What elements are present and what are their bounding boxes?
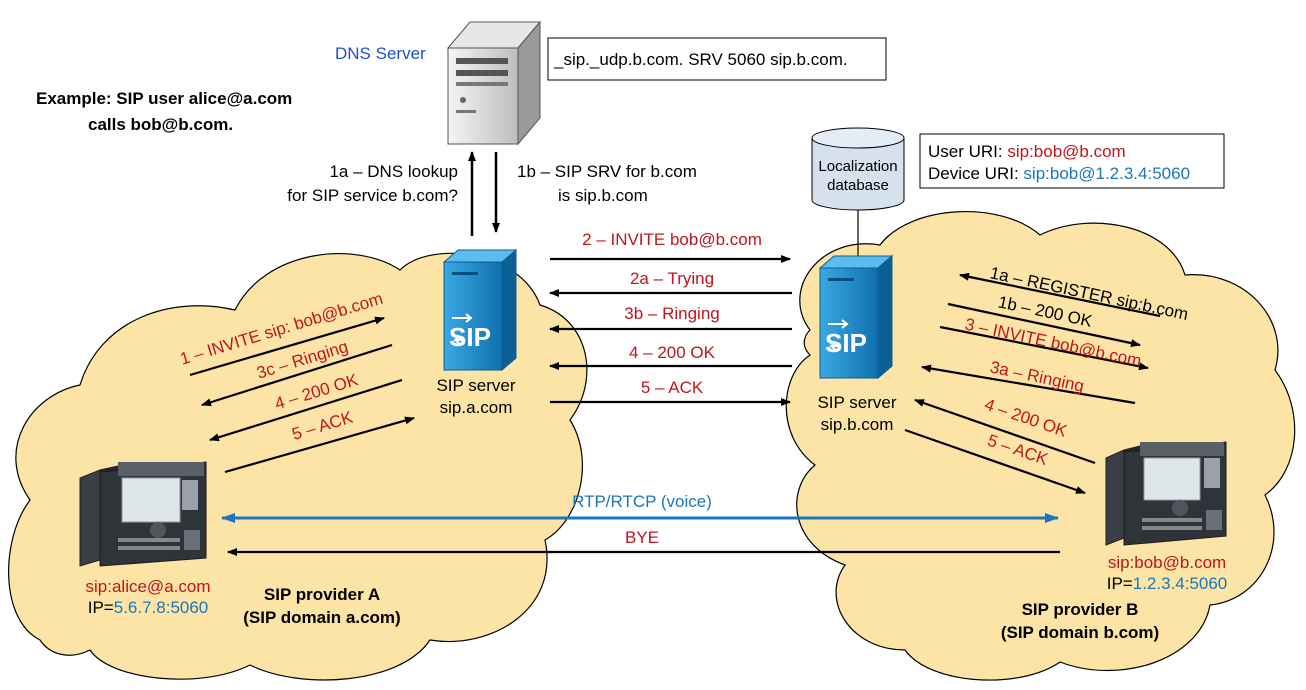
server-a-line-2: sip.a.com [440, 398, 513, 417]
bob-ip-line: IP=1.2.3.4:5060 [1107, 574, 1228, 593]
user-uri-value: sip:bob@b.com [1007, 142, 1125, 161]
alice-ip-label: IP= [88, 598, 114, 617]
msg-trying-2a: 2a – Trying [630, 269, 714, 288]
arrow-ok-1b-b [947, 302, 1141, 348]
device-uri-value: sip:bob@1.2.3.4:5060 [1023, 164, 1190, 183]
localization-database-icon [811, 127, 905, 211]
bob-uri: sip:bob@b.com [1108, 553, 1226, 572]
arrow-ok-4-b [914, 398, 1096, 465]
bob-ip-phone-icon [1105, 441, 1227, 546]
msg-ok-4-servers: 4 – 200 OK [629, 343, 716, 362]
sip-logo-a: SIP [449, 322, 491, 352]
msg-ack-5-servers: 5 – ACK [641, 378, 704, 397]
sip-logo-b: SIP [825, 328, 867, 358]
server-b-line-1: SIP server [817, 393, 896, 412]
uri-box [919, 133, 1225, 189]
bye-label: BYE [625, 528, 659, 547]
dns-answer-line-2: is sip.b.com [558, 186, 648, 205]
bob-ip-value: 1.2.3.4:5060 [1133, 574, 1228, 593]
db-label-line-2: database [827, 177, 889, 194]
server-a-line-1: SIP server [436, 376, 515, 395]
dns-record-box [547, 37, 887, 81]
example-line-1: Example: SIP user alice@a.com [36, 89, 292, 108]
db-label-line-1: Localization [818, 158, 897, 175]
alice-ip-value: 5.6.7.8:5060 [114, 598, 209, 617]
provider-b-line-2: (SIP domain b.com) [1001, 623, 1159, 642]
cloud-provider-b [785, 211, 1296, 681]
cloud-provider-a [8, 252, 588, 681]
alice-ip-line: IP=5.6.7.8:5060 [88, 598, 209, 617]
dns-query-line-2: for SIP service b.com? [287, 186, 458, 205]
arrow-ack-5-b [904, 428, 1086, 495]
arrow-ack-5-a [224, 416, 415, 474]
arrow-ringing-3a-b [921, 364, 1136, 405]
dns-query-line-1: 1a – DNS lookup [329, 162, 458, 181]
device-uri-label: Device URI: [928, 164, 1023, 183]
dns-server-label: DNS Server [335, 44, 426, 63]
alice-ip-phone-icon [79, 461, 207, 567]
msg-invite-2: 2 – INVITE bob@b.com [582, 230, 762, 249]
dns-answer-line-1: 1b – SIP SRV for b.com [517, 162, 697, 181]
provider-b-line-1: SIP provider B [1022, 600, 1139, 619]
user-uri-label: User URI: [928, 142, 1007, 161]
arrow-register-1a-b [959, 272, 1161, 318]
dns-record-text: _sip._udp.b.com. SRV 5060 sip.b.com. [553, 50, 848, 69]
provider-a-line-1: SIP provider A [264, 585, 380, 604]
device-uri-line: Device URI: sip:bob@1.2.3.4:5060 [928, 164, 1190, 183]
provider-a-line-2: (SIP domain a.com) [243, 608, 400, 627]
arrow-invite-1-a [189, 316, 385, 377]
dns-server-icon [446, 20, 542, 146]
rtp-label: RTP/RTCP (voice) [572, 492, 712, 511]
server-b-line-2: sip.b.com [821, 415, 894, 434]
arrow-ringing-3c-a [201, 343, 393, 407]
msg-ringing-3b: 3b – Ringing [624, 304, 719, 323]
arrow-ok-4-a [209, 378, 403, 442]
example-line-2: calls bob@b.com. [88, 115, 233, 134]
bob-ip-label: IP= [1107, 574, 1133, 593]
arrow-invite-3-b [939, 325, 1149, 371]
alice-uri: sip:alice@a.com [86, 577, 211, 596]
sip-server-b-icon: SIP [818, 254, 894, 380]
sip-server-a-icon: SIP [442, 248, 518, 372]
user-uri-line: User URI: sip:bob@b.com [928, 142, 1126, 161]
